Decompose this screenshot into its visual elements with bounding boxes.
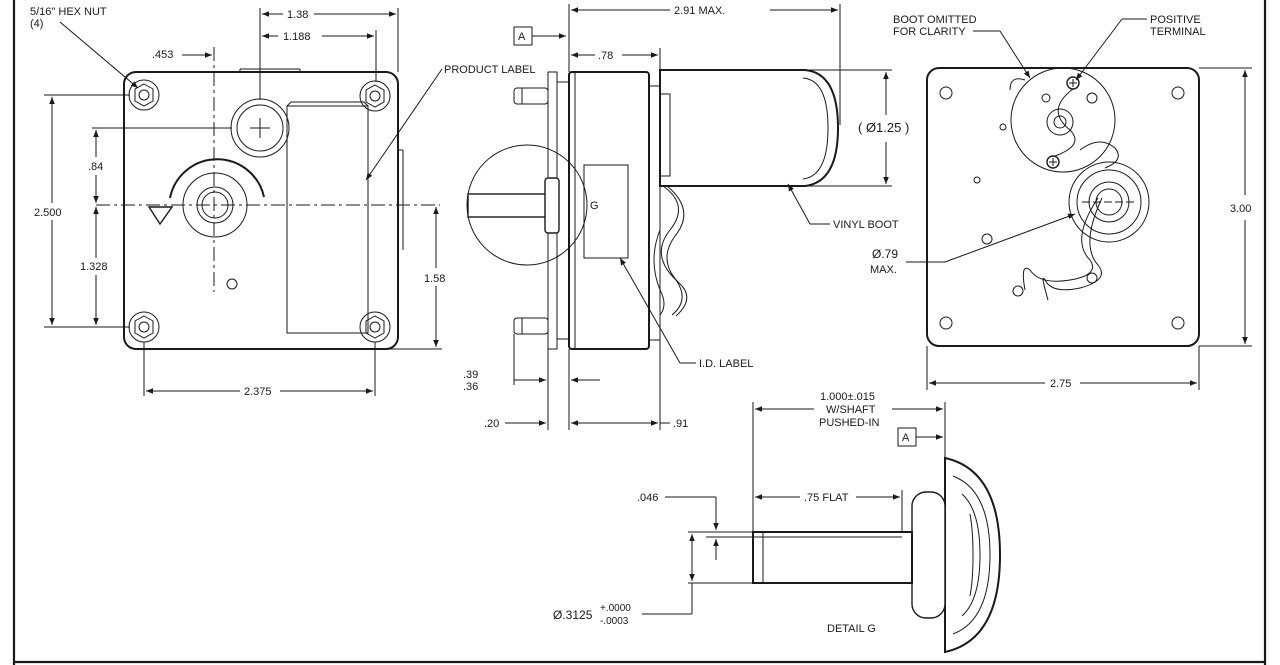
dim-1-188: 1.188 — [283, 31, 311, 43]
detail-g-view: 1.000±.015 W/SHAFT PUSHED-IN A .75 FLAT … — [553, 391, 1002, 654]
rear-view: BOOT OMITTED FOR CLARITY POSITIVE TERMIN… — [870, 14, 1252, 390]
detail-datum-a: A — [902, 432, 910, 444]
dim-39: .39 — [463, 369, 478, 381]
sheet-border — [12, 0, 1267, 665]
output-shaft — [147, 158, 265, 238]
front-small-hole — [226, 278, 238, 290]
id-label-area — [583, 164, 629, 259]
dim-91: .91 — [673, 418, 688, 430]
detail-g-collar — [911, 491, 946, 619]
id-label-callout: I.D. LABEL — [699, 358, 753, 370]
product-label-callout: PRODUCT LABEL — [444, 64, 536, 76]
rear-mount-hole-bl — [939, 316, 953, 330]
motor-end-cap — [1009, 67, 1116, 173]
front-view: 1.38 1.188 .453 5/16" HEX NUT (4) PRODUC… — [30, 6, 536, 398]
flat-75: .75 FLAT — [804, 492, 849, 504]
vinyl-boot-callout: VINYL BOOT — [833, 219, 899, 231]
rear-mount-hole-tl — [939, 86, 953, 100]
dia-1-25: ( Ø1.25 ) — [858, 120, 909, 135]
hex-nut-label: 5/16" HEX NUT — [30, 6, 107, 18]
rear-mount-hole-br — [1171, 316, 1185, 330]
dim-2-75: 2.75 — [1050, 378, 1071, 390]
dim-2-375: 2.375 — [244, 386, 272, 398]
dim-78: .78 — [598, 50, 613, 62]
hex-nut-bottom-right — [359, 311, 391, 343]
hex-nut-count: (4) — [30, 18, 43, 30]
boot-omitted-label-2: FOR CLARITY — [893, 26, 966, 38]
detail-g-title: DETAIL G — [827, 623, 876, 635]
positive-terminal-label-2: TERMINAL — [1150, 26, 1206, 38]
detail-g-shaft — [752, 531, 913, 584]
stud-top — [513, 87, 549, 105]
dim-1-328: 1.328 — [80, 261, 108, 273]
motor-can — [659, 69, 840, 187]
hex-nut-top-right — [359, 80, 391, 112]
dim-20: .20 — [484, 418, 499, 430]
tol-plus: +.0000 — [600, 603, 631, 614]
dim-36: .36 — [463, 381, 478, 393]
side-view: G A 2.91 MAX. .78 ( Ø1.25 ) — [463, 4, 909, 430]
dia-79: Ø.79 — [872, 247, 898, 261]
dim-1-38: 1.38 — [287, 9, 308, 21]
dim-84: .84 — [88, 161, 103, 173]
hex-nut-bottom-left — [128, 311, 160, 343]
detail-g-circle — [466, 144, 588, 266]
detail-g-dome — [944, 456, 1002, 654]
rear-output-boss — [1068, 141, 1150, 243]
bearing-boss — [230, 98, 290, 158]
dim-3-00: 3.00 — [1230, 203, 1251, 215]
dim-046: .046 — [637, 492, 658, 504]
tol-minus: -.0003 — [600, 616, 629, 627]
dim-2-91-max: 2.91 MAX. — [674, 5, 725, 17]
side-shaft — [467, 193, 555, 218]
front-housing-outline — [123, 71, 399, 350]
dim-453: .453 — [152, 49, 173, 61]
dim-1-000-pushed: PUSHED-IN — [819, 417, 880, 429]
dia-79-max: MAX. — [870, 264, 897, 276]
dim-1-58: 1.58 — [424, 273, 445, 285]
datum-a: A — [518, 31, 526, 43]
dim-2-500: 2.500 — [34, 207, 62, 219]
dim-1-000-shaft: W/SHAFT — [826, 404, 876, 416]
gearbox-body — [568, 71, 650, 350]
detail-g-marker: G — [590, 200, 599, 212]
stud-bottom — [513, 317, 549, 335]
dia-3125: Ø.3125 — [553, 608, 593, 622]
boot-omitted-label: BOOT OMITTED — [893, 14, 977, 26]
positive-terminal-label: POSITIVE — [1150, 14, 1201, 26]
rear-mount-hole-tr — [1171, 86, 1185, 100]
dim-1-000: 1.000±.015 — [820, 391, 875, 403]
product-label-area — [286, 105, 369, 334]
